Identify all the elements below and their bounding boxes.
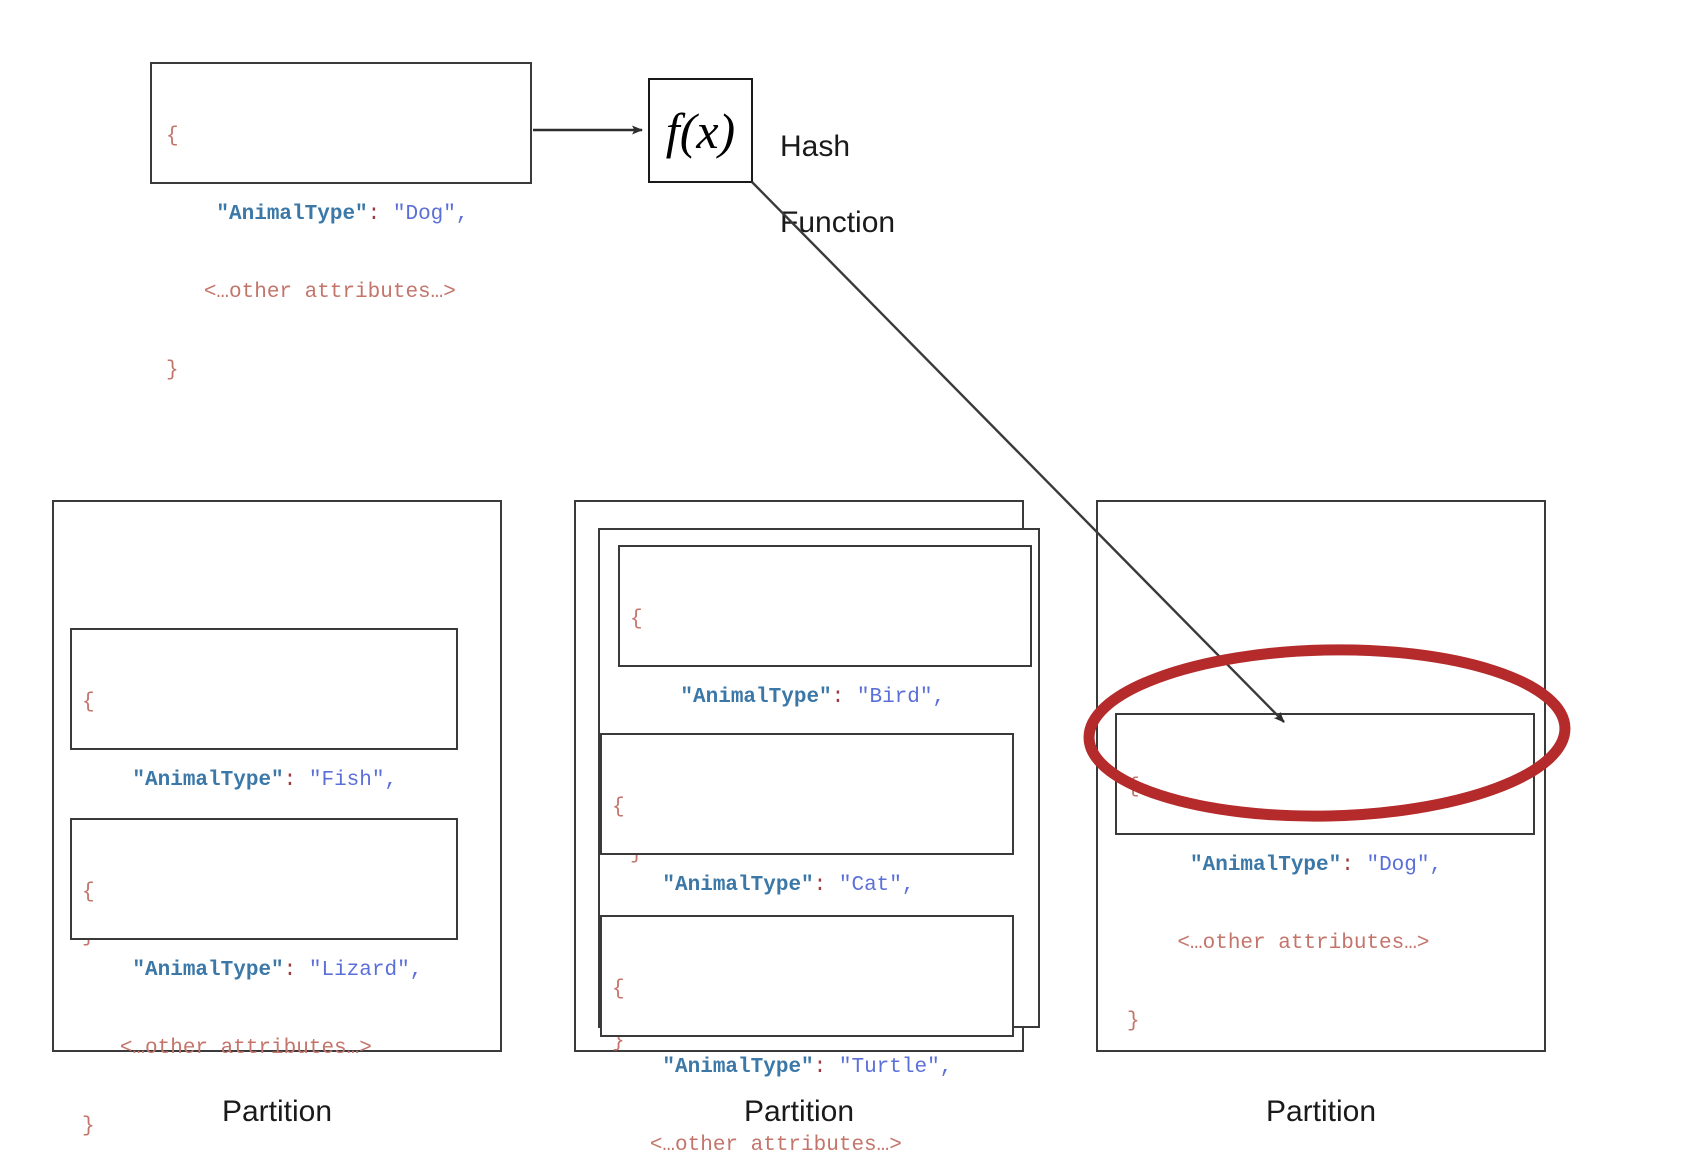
hash-function-box: f(x) xyxy=(648,78,753,183)
json-line-close-brace: } xyxy=(82,1115,95,1138)
partition-label-1: Partition xyxy=(221,1095,333,1128)
json-line-open-brace: { xyxy=(612,796,625,819)
json-line-key-value: "AnimalType": "Dog", xyxy=(216,203,469,226)
record-card-lizard: { "AnimalType": "Lizard", <…other attrib… xyxy=(70,818,458,1138)
json-line-open-brace: { xyxy=(166,125,179,148)
json-line-other-attributes: <…other attributes…> xyxy=(119,1037,372,1060)
json-line-key-value: "AnimalType": "Turtle", xyxy=(662,1056,953,1079)
json-line-open-brace: { xyxy=(82,691,95,714)
json-line-open-brace: { xyxy=(82,881,95,904)
json-line-key-value: "AnimalType": "Cat", xyxy=(662,874,915,897)
json-line-open-brace: { xyxy=(1127,776,1140,799)
json-line-key-value: "AnimalType": "Dog", xyxy=(1190,854,1443,877)
record-card-dog: { "AnimalType": "Dog", <…other attribute… xyxy=(1115,713,1535,1033)
json-line-open-brace: { xyxy=(630,608,643,631)
partition-label-2: Partition xyxy=(743,1095,855,1128)
hash-caption-line-2: Function xyxy=(780,206,896,239)
json-line-other-attributes: <…other attributes…> xyxy=(203,281,456,304)
partition-container-1 xyxy=(52,500,502,1052)
json-line-key-value: "AnimalType": "Bird", xyxy=(680,686,946,709)
record-card-fish: { "AnimalType": "Fish", <…other attribut… xyxy=(70,628,458,948)
json-line-other-attributes: <…other attributes…> xyxy=(649,1134,902,1157)
hash-function-caption: Hash Function xyxy=(780,90,1000,280)
json-line-other-attributes: <…other attributes…> xyxy=(1177,932,1430,955)
hash-function-label: f(x) xyxy=(665,102,736,159)
json-line-key-value: "AnimalType": "Lizard", xyxy=(132,959,423,982)
record-card-turtle: { "AnimalType": "Turtle", <…other attrib… xyxy=(600,915,1014,1157)
record-card-bird: { "AnimalType": "Bird", <…other attribut… xyxy=(618,545,1032,865)
json-line-close-brace: } xyxy=(1127,1010,1140,1033)
partition-label-3: Partition xyxy=(1265,1095,1377,1128)
record-card-cat: { "AnimalType": "Cat", <…other attribute… xyxy=(600,733,1014,1053)
json-line-close-brace: } xyxy=(166,359,179,382)
input-record-card: { "AnimalType": "Dog", <…other attribute… xyxy=(150,62,532,382)
json-line-open-brace: { xyxy=(612,978,625,1001)
hash-caption-line-1: Hash xyxy=(780,130,851,163)
json-line-key-value: "AnimalType": "Fish", xyxy=(132,769,398,792)
